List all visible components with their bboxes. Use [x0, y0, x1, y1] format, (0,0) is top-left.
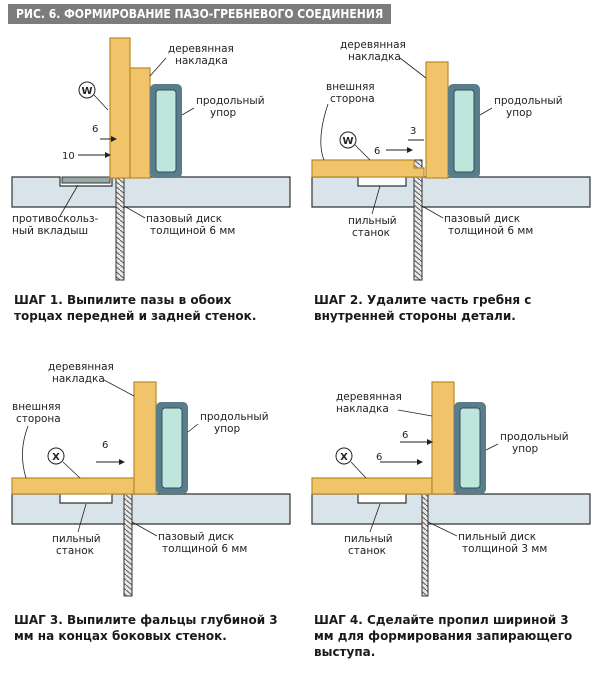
groove-disc	[413, 159, 423, 281]
wooden-overlay	[425, 61, 449, 179]
panel-step-3: X 6 деревянная накладка внешняя сторона …	[11, 361, 291, 597]
groove-disc	[115, 169, 125, 281]
svg-text:пильный: пильный	[348, 215, 397, 227]
svg-text:толщиной 3 мм: толщиной 3 мм	[462, 543, 547, 555]
saw-disc	[421, 477, 429, 597]
svg-text:деревянная: деревянная	[48, 361, 114, 373]
svg-text:накладка: накладка	[52, 373, 105, 385]
svg-text:W: W	[81, 86, 92, 97]
svg-text:3: 3	[410, 126, 416, 137]
svg-text:станок: станок	[352, 227, 390, 239]
wooden-overlay	[431, 381, 455, 495]
svg-text:накладка: накладка	[336, 403, 389, 415]
svg-text:6: 6	[374, 146, 380, 157]
saw-table	[11, 176, 291, 208]
figure-title: РИС. 6. ФОРМИРОВАНИЕ ПАЗО-ГРЕБНЕВОГО СОЕ…	[8, 4, 392, 24]
svg-text:сторона: сторона	[16, 413, 61, 425]
svg-text:ный вкладыш: ный вкладыш	[12, 225, 88, 237]
step-3-caption: ШАГ 3. Выпилите фальцы глубиной 3 мм на …	[14, 613, 278, 643]
svg-text:внешняя: внешняя	[326, 81, 375, 93]
groove-disc	[123, 477, 133, 597]
symbol-x	[47, 447, 65, 465]
wooden-overlay	[133, 381, 157, 495]
svg-text:пазовый диск: пазовый диск	[146, 213, 222, 225]
svg-text:упор: упор	[512, 443, 539, 455]
svg-text:пильный: пильный	[344, 533, 393, 545]
step-4-caption: ШАГ 4. Сделайте пропил шириной 3 мм для …	[314, 613, 573, 659]
panel-step-1: W 6 10 деревянная накладка продольный уп…	[11, 37, 291, 281]
svg-text:продольный: продольный	[200, 411, 269, 423]
svg-text:станок: станок	[56, 545, 94, 557]
svg-text:пильный диск: пильный диск	[458, 531, 536, 543]
svg-text:X: X	[340, 452, 348, 463]
svg-text:толщиной 6 мм: толщиной 6 мм	[448, 225, 533, 237]
workpiece	[11, 477, 135, 495]
svg-text:пильный: пильный	[52, 533, 101, 545]
svg-text:толщиной 6 мм: толщиной 6 мм	[162, 543, 247, 555]
svg-text:пазовый диск: пазовый диск	[158, 531, 234, 543]
svg-text:продольный: продольный	[500, 431, 569, 443]
wooden-overlay	[129, 67, 151, 179]
svg-text:продольный: продольный	[196, 95, 265, 107]
svg-text:6: 6	[376, 452, 382, 463]
panel-step-2: W 6 3 деревянная накладка внешняя сторон…	[311, 39, 591, 281]
svg-text:6: 6	[402, 430, 408, 441]
saw-table	[11, 493, 291, 525]
svg-text:продольный: продольный	[494, 95, 563, 107]
svg-text:6: 6	[92, 124, 98, 135]
panel-step-4: X 6 6 деревянная накладка продольный упо…	[311, 381, 591, 597]
svg-text:пазовый диск: пазовый диск	[444, 213, 520, 225]
svg-text:сторона: сторона	[330, 93, 375, 105]
svg-text:накладка: накладка	[175, 55, 228, 67]
svg-text:станок: станок	[348, 545, 386, 557]
svg-text:X: X	[52, 452, 60, 463]
workpiece	[109, 37, 131, 179]
svg-text:деревянная: деревянная	[336, 391, 402, 403]
step-1-caption: ШАГ 1. Выпилите пазы в обоих торцах пере…	[14, 293, 257, 323]
workpiece	[311, 159, 425, 178]
symbol-w	[339, 131, 357, 149]
svg-text:упор: упор	[214, 423, 241, 435]
step-2-caption: ШАГ 2. Удалите часть гребня с внутренней…	[314, 293, 532, 323]
svg-text:толщиной 6 мм: толщиной 6 мм	[150, 225, 235, 237]
svg-text:W: W	[342, 136, 353, 147]
svg-text:деревянная: деревянная	[340, 39, 406, 51]
workpiece	[311, 477, 433, 495]
anti-slip-insert	[61, 176, 111, 184]
svg-text:внешняя: внешняя	[12, 401, 61, 413]
svg-text:10: 10	[62, 151, 75, 162]
svg-text:накладка: накладка	[348, 51, 401, 63]
svg-text:противоскольз-: противоскольз-	[12, 213, 99, 225]
saw-table	[311, 493, 591, 525]
saw-table	[311, 176, 591, 208]
symbol-x	[335, 447, 353, 465]
svg-text:6: 6	[102, 440, 108, 451]
svg-text:упор: упор	[210, 107, 237, 119]
svg-text:упор: упор	[506, 107, 533, 119]
symbol-w	[78, 81, 96, 99]
svg-text:деревянная: деревянная	[168, 43, 234, 55]
